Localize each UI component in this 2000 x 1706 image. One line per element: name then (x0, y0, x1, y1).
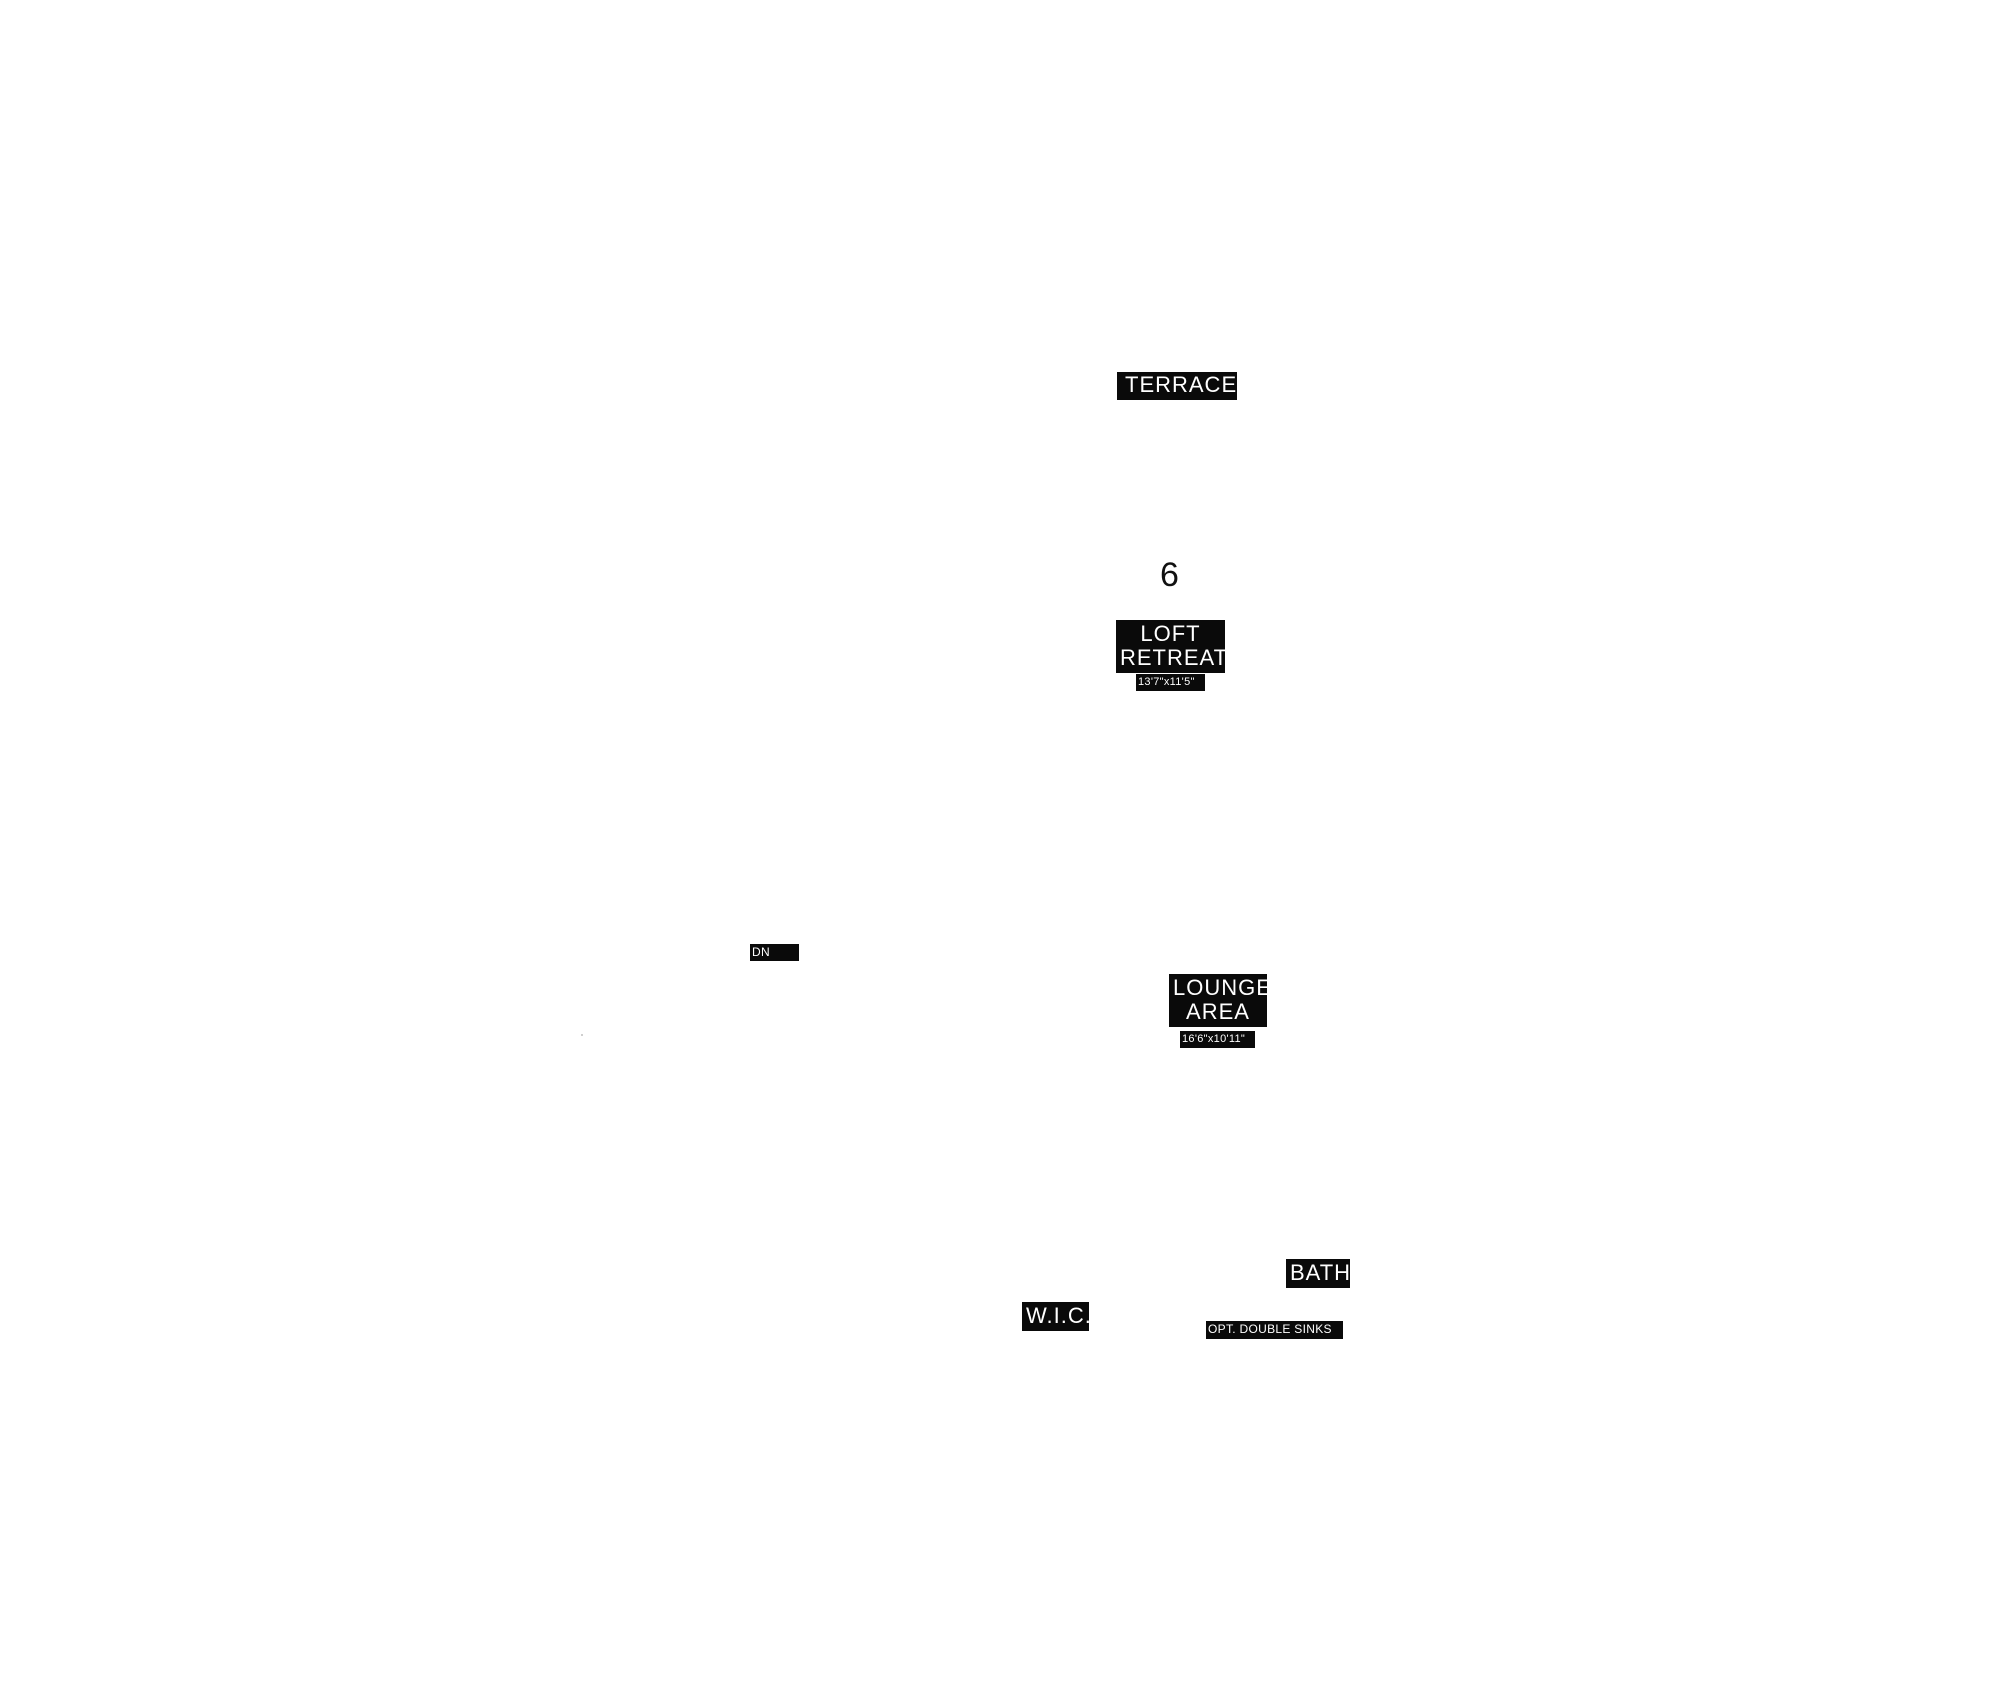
lounge-area-line1: LOUNGE (1173, 975, 1272, 1000)
dn-label: DN (750, 944, 799, 961)
loft-retreat-label: LOFT RETREAT (1116, 620, 1229, 673)
loft-retreat-line2: RETREAT (1120, 645, 1229, 670)
plan-mark (581, 1034, 583, 1036)
lounge-area-dimensions: 16'6"x10'11" (1180, 1031, 1255, 1048)
unit-number: 6 (1160, 556, 1179, 594)
bath-label: BATH (1286, 1259, 1350, 1288)
lounge-area-line2: AREA (1186, 999, 1250, 1024)
loft-retreat-dimensions: 13'7"x11'5" (1136, 674, 1205, 691)
wic-label: W.I.C. (1022, 1302, 1091, 1331)
terrace-label: TERRACE (1117, 372, 1237, 400)
loft-retreat-line1: LOFT (1140, 621, 1201, 646)
lounge-area-label: LOUNGE AREA (1169, 974, 1272, 1027)
opt-double-sinks-label: OPT. DOUBLE SINKS (1206, 1321, 1343, 1339)
